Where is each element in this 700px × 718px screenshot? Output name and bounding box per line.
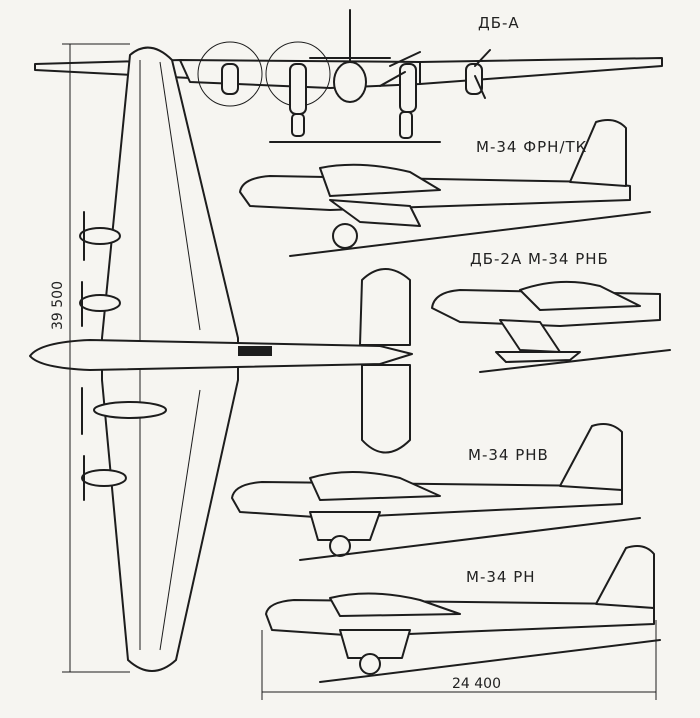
wingspan-dimension: 39 500: [50, 281, 66, 330]
front-view: [34, 9, 663, 143]
side-view-2: [431, 280, 671, 373]
label-view4: M-34 PH: [466, 568, 536, 586]
label-view2: ДБ-2А М-34 РНБ: [470, 250, 609, 268]
top-view-plan: [29, 43, 413, 673]
label-front-view: ДБ-А: [478, 14, 520, 32]
length-dimension: 24 400: [452, 676, 501, 692]
side-view-4: [261, 545, 661, 700]
side-view-1: [239, 119, 651, 257]
label-view1: M-34 ФРН/ТК: [476, 138, 588, 156]
side-view-3: [231, 423, 641, 561]
label-view3: M-34 РНВ: [468, 446, 549, 464]
